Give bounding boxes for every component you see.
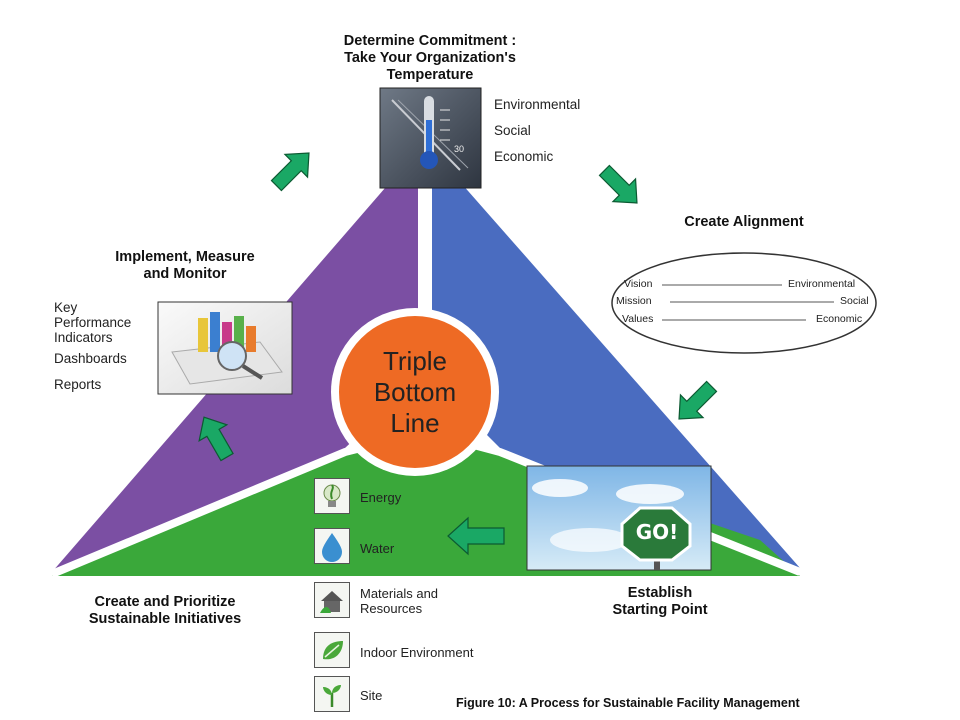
resource-label-water: Water (360, 541, 395, 556)
figure-caption: Figure 10: A Process for Sustainable Fac… (456, 696, 800, 710)
implement-item-indicators: Indicators (54, 330, 113, 345)
alignment-ellipse (611, 252, 877, 354)
sprout-icon (314, 676, 350, 712)
commitment-item-environmental: Environmental (494, 97, 581, 112)
alignment-environmental: Environmental (788, 278, 856, 290)
arrow-to-starting-point (678, 380, 718, 420)
implement-item-key: Key (54, 300, 78, 315)
kpi-chart-icon (157, 301, 293, 395)
resource-label-energy: Energy (360, 490, 402, 505)
thermometer-icon (379, 87, 482, 189)
implement-item-reports: Reports (54, 377, 102, 392)
go-sign-text: GO! (635, 520, 679, 544)
water-drop-icon (314, 528, 350, 564)
triple-bottom-line-text: Triple Bottom Line (373, 346, 457, 438)
arrow-to-implement (198, 416, 234, 462)
alignment-mission: Mission (616, 295, 652, 307)
alignment-economic: Economic (816, 313, 863, 325)
implement-measure-monitor-title: Implement, Measure and Monitor (115, 249, 255, 282)
thermometer-scale-label: 30 (454, 144, 465, 154)
resource-label-site: Site (360, 688, 383, 703)
implement-item-performance: Performance (54, 315, 132, 330)
alignment-social: Social (840, 295, 869, 307)
resource-label-indoor-environment: Indoor Environment (360, 645, 474, 660)
leaf-icon (314, 632, 350, 668)
arrow-to-initiatives (447, 516, 505, 556)
go-octagon (620, 506, 692, 562)
go-sign-picture (526, 465, 712, 571)
house-icon (314, 582, 350, 618)
alignment-vision: Vision (624, 278, 653, 290)
resource-label-materials: Materials and Resources (360, 586, 439, 616)
create-alignment-title: Create Alignment (684, 214, 804, 230)
commitment-item-economic: Economic (494, 149, 554, 164)
determine-commitment-title: Determine Commitment : Take Your Organiz… (343, 33, 517, 83)
arrow-to-commitment (270, 152, 310, 192)
implement-item-dashboards: Dashboards (54, 351, 127, 366)
create-prioritize-title: Create and Prioritize Sustainable Initia… (88, 594, 242, 627)
arrow-to-alignment (598, 164, 638, 204)
alignment-values: Values (622, 313, 654, 325)
establish-starting-point-title: Establish Starting Point (612, 585, 708, 618)
triple-bottom-line-core (339, 316, 491, 468)
bulb-icon (314, 478, 350, 514)
commitment-item-social: Social (494, 123, 531, 138)
